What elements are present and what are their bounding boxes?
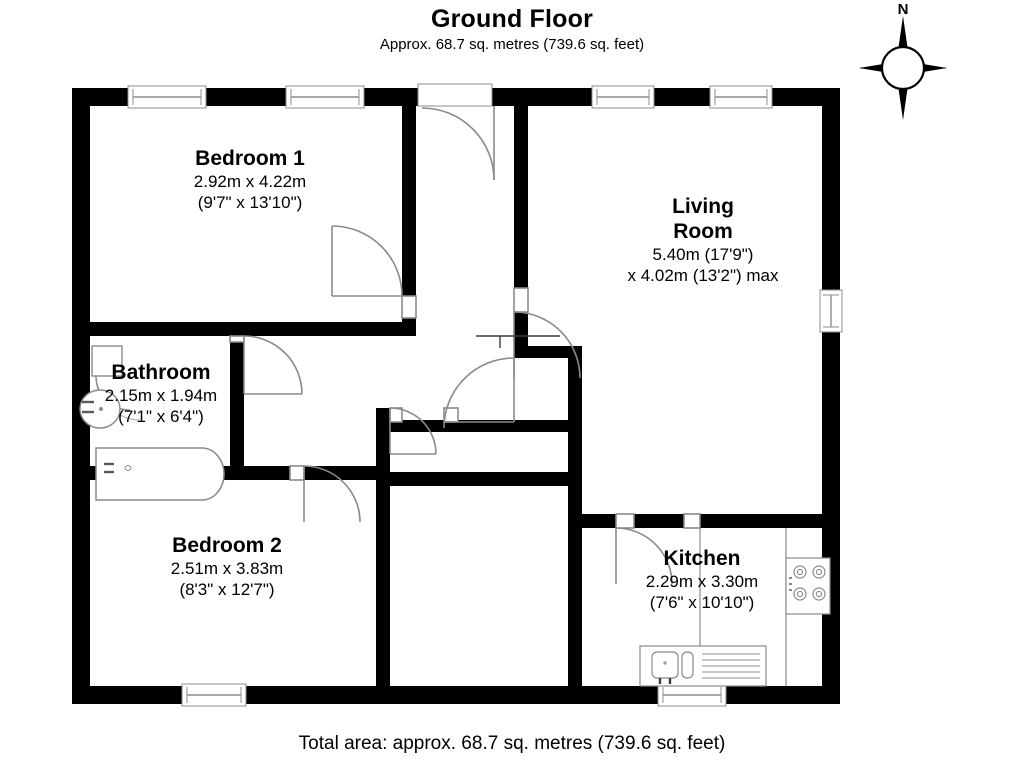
sink-basin-icon [79,389,121,429]
window-bedroom1-north-left [127,85,207,109]
doors [229,83,701,660]
kitchen-fixtures [639,528,831,687]
room-dimension-imperial: (7'1" x 6'4") [118,407,204,426]
room-dimension-metric: 2.15m x 1.94m [104,386,218,405]
room-dimension-imperial: (8'3" x 12'7") [179,580,275,599]
window-bedroom1-north-right [285,85,365,109]
room-dimension-imperial: (9'7" x 13'10") [197,193,303,212]
door-bedroom2 [289,465,361,523]
room-dimension-imperial: (7'6" x 10'10") [649,593,755,612]
cooker-hob-icon [785,557,831,615]
cupboard-markers [476,335,560,348]
door-bedroom1 [331,225,417,319]
door-cupboard-left [389,407,437,455]
bathtub-icon [95,447,225,501]
window-living-north-right [709,85,773,109]
room-dimension-imperial: x 4.02m (13'2") max [627,266,779,285]
room-dimension-metric: 5.40m (17'9") [652,245,754,264]
room-name: Bedroom 2 [172,534,282,557]
door-entrance [417,83,495,181]
room-label-kitchen: Kitchen 2.29m x 3.30m (7'6" x 10'10") [594,546,810,613]
room-label-bathroom: Bathroom 2.15m x 1.94m (7'1" x 6'4") [63,360,259,427]
room-label-living-room: Living Room 5.40m (17'9") x 4.02m (13'2"… [595,194,811,286]
door-cupboard-right [443,357,515,429]
window-living-north-left [591,85,655,109]
windows [127,85,843,707]
compass-north-label: N [897,1,909,18]
room-label-bedroom-2: Bedroom 2 2.51m x 3.83m (8'3" x 12'7") [119,533,335,600]
total-area-text: Total area: approx. 68.7 sq. metres (739… [298,733,726,754]
room-dimension-metric: 2.92m x 4.22m [193,172,307,191]
compass-rose: N [857,2,949,122]
room-name: Bedroom 1 [195,147,305,170]
exterior-walls [72,88,840,704]
kitchen-sink-icon [639,645,767,687]
room-label-bedroom-1: Bedroom 1 2.92m x 4.22m (9'7" x 13'10") [142,146,358,213]
door-bathroom [229,335,303,395]
window-bedroom2-south [181,683,247,707]
page-title: Ground Floor [430,5,594,33]
window-living-east [819,289,843,333]
window-kitchen-south [657,683,727,707]
plan-footer: Total area: approx. 68.7 sq. metres (739… [0,733,1024,755]
room-name: Kitchen [663,547,741,570]
plan-area-subtitle: Approx. 68.7 sq. metres (739.6 sq. feet) [379,36,645,53]
door-kitchen [615,513,701,660]
room-name: Bathroom [111,361,211,384]
plan-header: Ground Floor Approx. 68.7 sq. metres (73… [0,4,1024,55]
room-name-line1: Living [672,195,734,218]
compass-rose-icon [859,16,947,120]
room-dimension-metric: 2.51m x 3.83m [170,559,284,578]
bathroom-fixtures [79,345,225,501]
room-dimension-metric: 2.29m x 3.30m [645,572,759,591]
room-name-line2: Room [673,220,733,243]
floor-fill [72,88,840,704]
